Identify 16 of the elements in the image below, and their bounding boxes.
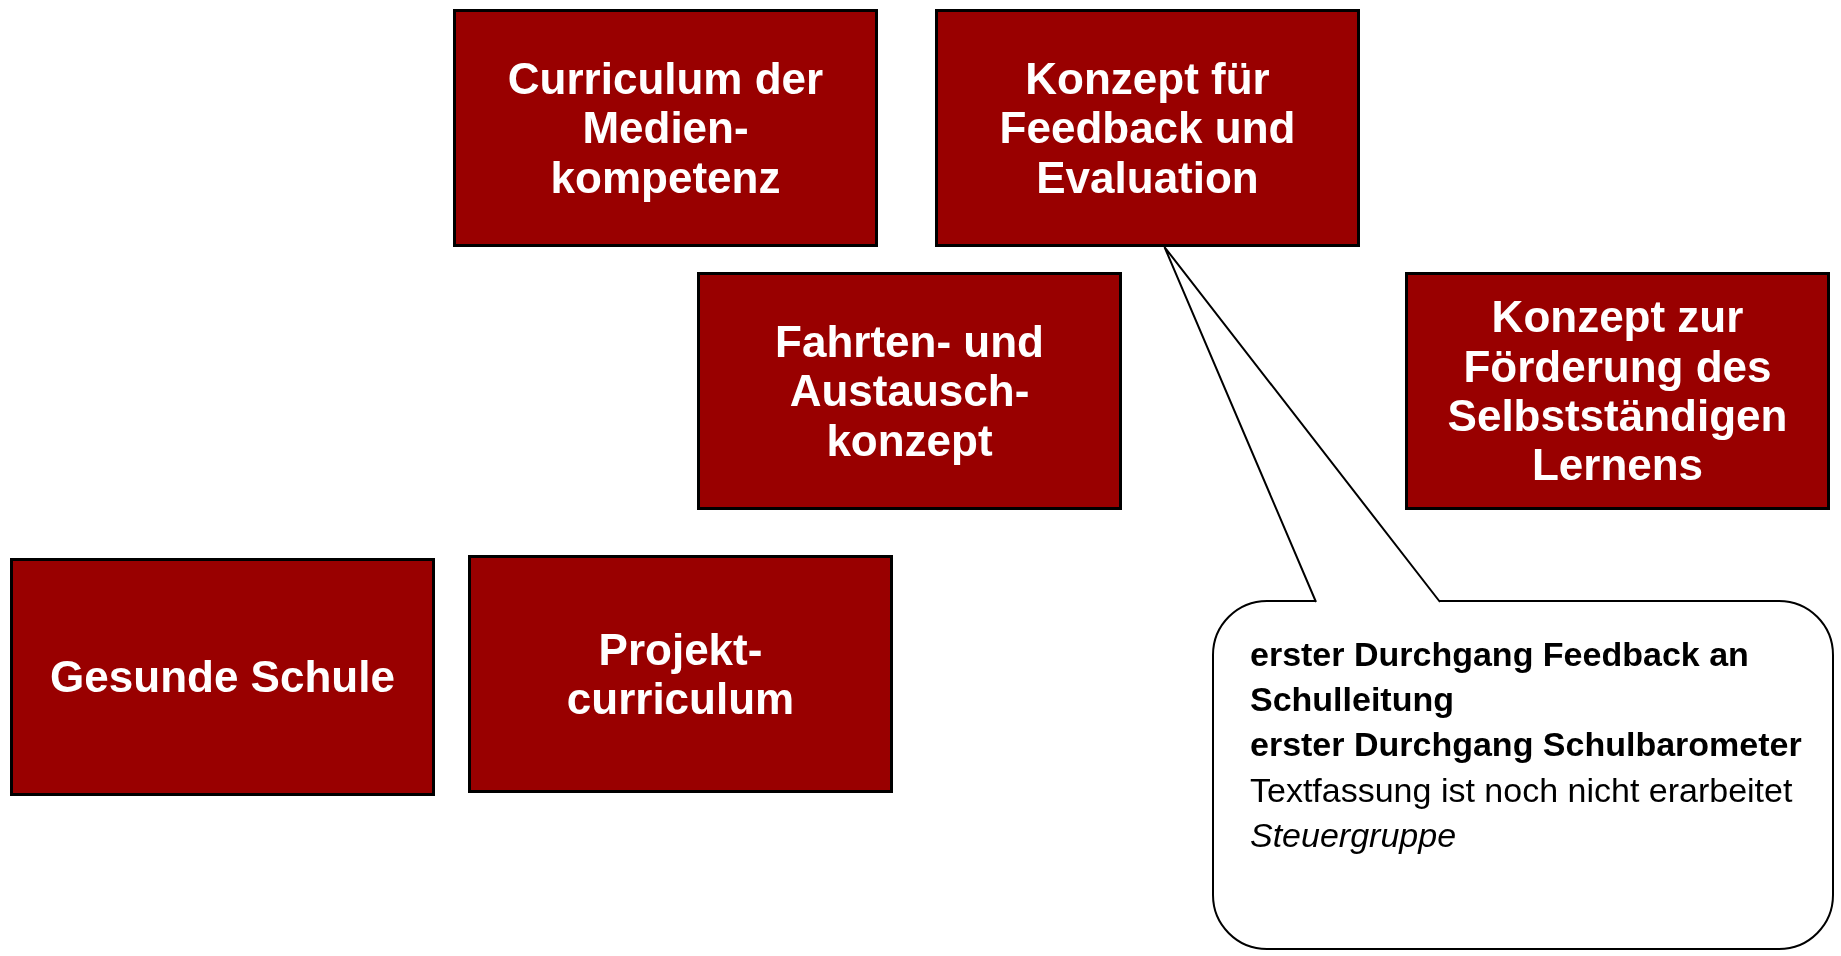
concept-box — [10, 558, 435, 796]
box-title: Konzept für Feedback und Evaluation — [998, 54, 1297, 202]
concept-box — [468, 555, 893, 793]
box-title: Gesunde Schule — [50, 652, 395, 702]
box-title: Projekt- curriculum — [565, 624, 796, 724]
box-title: Fahrten- und Austausch- konzept — [774, 317, 1045, 465]
concept-box — [453, 9, 878, 247]
note-text: erster Durchgang Schulbarometer — [1250, 724, 1802, 766]
note-text: Textfassung ist noch nicht erarbeitet — [1250, 769, 1794, 811]
box-title: Konzept zur Förderung des Selbstständigen Lernens — [1446, 292, 1789, 490]
box-title: Curriculum der Medien- kompetenz — [506, 54, 825, 202]
callout-pointer — [1163, 246, 1443, 603]
concept-box — [697, 272, 1122, 510]
concept-box — [1405, 272, 1830, 510]
note-text: Steuergruppe — [1250, 814, 1458, 856]
concept-box — [935, 9, 1360, 247]
